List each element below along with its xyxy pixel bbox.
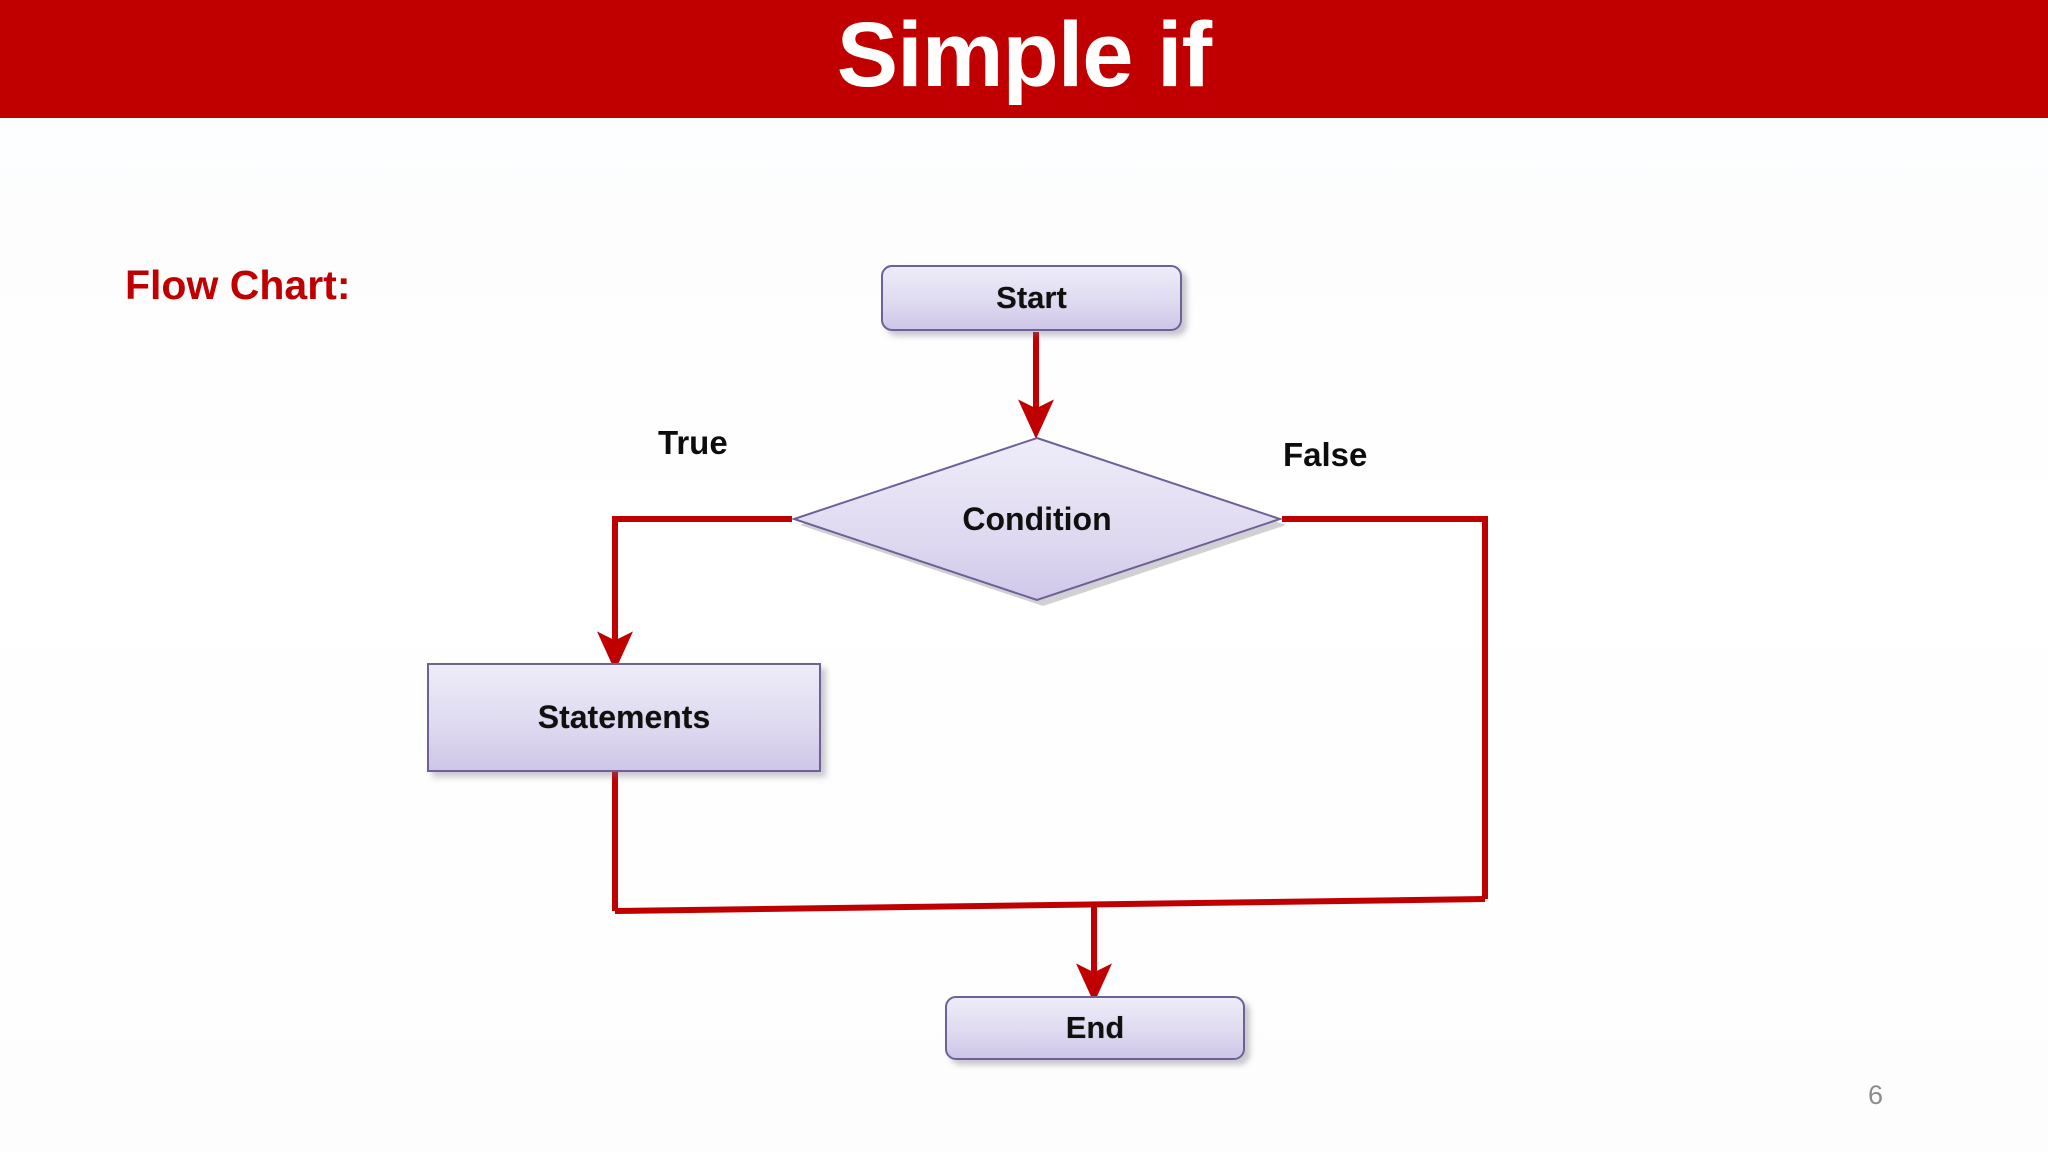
page-title: Simple if bbox=[836, 4, 1212, 106]
title-banner: Simple if bbox=[0, 0, 2048, 118]
flow-node-statements[interactable]: Statements bbox=[427, 663, 821, 772]
flow-node-start-label: Start bbox=[996, 280, 1067, 315]
flow-chart-label: Flow Chart: bbox=[125, 262, 351, 308]
flow-node-end-label: End bbox=[1065, 1010, 1125, 1045]
flow-node-end[interactable]: End bbox=[945, 996, 1245, 1060]
page-number: 6 bbox=[1868, 1080, 1884, 1110]
flow-node-condition[interactable]: Condition bbox=[790, 434, 1286, 606]
branch-label-false: False bbox=[1283, 436, 1368, 473]
flow-node-statements-label: Statements bbox=[537, 699, 711, 735]
flow-node-start[interactable]: Start bbox=[881, 265, 1182, 331]
branch-label-true: True bbox=[658, 424, 728, 461]
diamond-shape-icon bbox=[790, 436, 1286, 606]
